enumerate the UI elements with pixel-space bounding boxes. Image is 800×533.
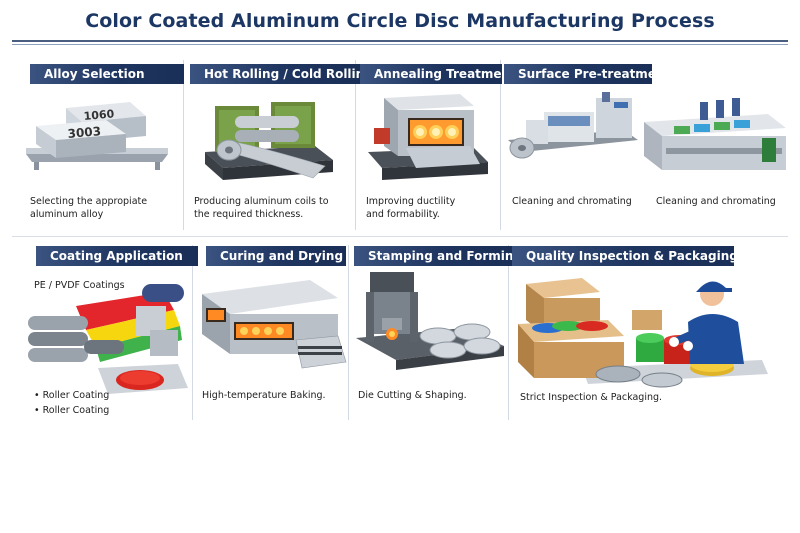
step-description: Strict Inspection & Packaging.: [520, 392, 663, 403]
step-title: Coating Application: [36, 246, 198, 266]
step-title: Stamping and Forming: [354, 246, 522, 266]
step-title: Hot Rolling / Cold Rolling: [190, 64, 373, 84]
ingot-label-3003: 3003: [67, 124, 101, 141]
step-title: Curing and Drying: [206, 246, 346, 266]
title-rule-bottom: [12, 44, 788, 45]
step-title: Quality Inspection & Packaging: [512, 246, 738, 266]
step-description: Die Cutting & Shaping.: [358, 390, 467, 401]
page-title: Color Coated Aluminum Circle Disc Manufa…: [85, 10, 715, 32]
annealing-furnace-illustration: [362, 88, 494, 186]
step-description: High-temperature Baking.: [202, 390, 326, 401]
step-description: Improving ductility and formability.: [366, 196, 456, 220]
roller-coater-illustration: [24, 270, 190, 400]
coating-type-label: PE / PVDF Coatings: [34, 280, 125, 291]
step-description: Cleaning and chromating: [512, 196, 632, 207]
alloy-ingots-illustration: 1060 3003: [22, 92, 172, 172]
step-description: • Roller Coating: [34, 405, 110, 416]
row-divider: [12, 236, 788, 237]
cleaning-line-illustration: [504, 90, 644, 170]
title-rule-top: [12, 40, 788, 42]
step-description: Producing aluminum coils to the required…: [194, 196, 329, 220]
curing-oven-illustration: [198, 272, 348, 372]
chromating-line-illustration: [640, 90, 790, 182]
step-title: Annealing Treatment: [360, 64, 516, 84]
column-divider: [183, 60, 184, 230]
inspection-packaging-illustration: [512, 264, 772, 396]
ingot-label-1060: 1060: [83, 107, 115, 123]
step-description: Cleaning and chromating: [656, 196, 776, 207]
column-divider: [348, 245, 349, 420]
step-title: Alloy Selection: [30, 64, 184, 84]
step-title: Surface Pre-treatment: [504, 64, 670, 84]
stamping-press-illustration: [352, 268, 508, 372]
column-divider: [508, 245, 509, 420]
step-description: Selecting the appropiate aluminum alloy: [30, 196, 148, 220]
rolling-mill-illustration: [195, 88, 345, 186]
column-divider: [355, 60, 356, 230]
step-description: • Roller Coating: [34, 390, 110, 401]
column-divider: [500, 60, 501, 230]
column-divider: [192, 245, 193, 420]
